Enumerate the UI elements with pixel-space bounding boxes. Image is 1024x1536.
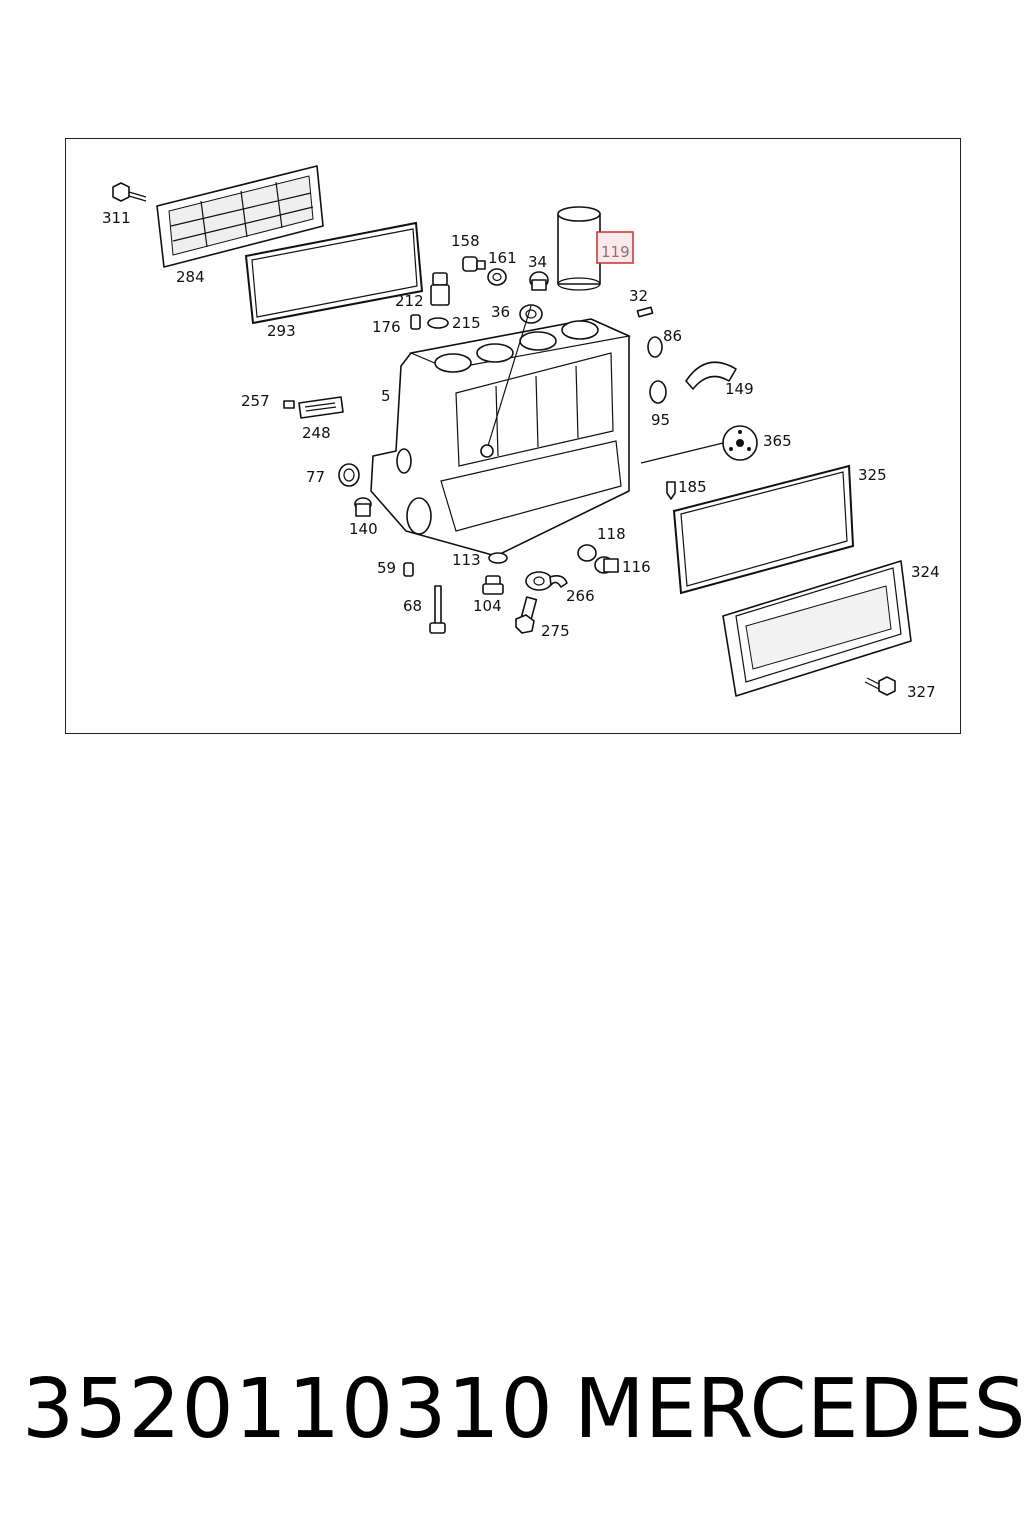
brand-caption: MERCEDES (574, 1362, 1024, 1457)
plug-176-part (410, 314, 421, 330)
callout-5[interactable]: 5 (381, 387, 391, 405)
flange-365-part (640, 425, 758, 464)
screw-257-part (283, 400, 295, 409)
washer-215-part (427, 317, 449, 329)
callout-140[interactable]: 140 (349, 520, 378, 538)
bolt-327-part (864, 676, 896, 696)
callout-248[interactable]: 248 (302, 424, 331, 442)
callout-86[interactable]: 86 (663, 327, 682, 345)
callout-36[interactable]: 36 (491, 303, 510, 321)
callout-275[interactable]: 275 (541, 622, 570, 640)
bolt-212-part (430, 272, 450, 306)
callout-324[interactable]: 324 (911, 563, 940, 581)
plug-77-part (338, 463, 360, 487)
plate-248-part (298, 396, 344, 419)
callout-325[interactable]: 325 (858, 466, 887, 484)
plug-140-part (354, 497, 372, 517)
callout-32[interactable]: 32 (629, 287, 648, 305)
sleeve-59-part (403, 562, 414, 577)
callout-212[interactable]: 212 (395, 292, 424, 310)
callout-311[interactable]: 311 (102, 209, 131, 227)
part-number-caption: 3520110310 (22, 1362, 554, 1457)
plug-34-part (529, 271, 549, 291)
gasket-325-part (672, 464, 855, 595)
engine-block-exploded-diagram: 311 284 293 158 161 34 119 212 32 176 21… (102, 165, 940, 701)
plug-95-part (649, 380, 667, 404)
callout-95[interactable]: 95 (651, 411, 670, 429)
plug-86-part (647, 336, 663, 358)
plug-116-part (594, 556, 619, 574)
gasket-293-part (244, 221, 424, 325)
seal-36-part (519, 304, 543, 324)
callout-284[interactable]: 284 (176, 268, 205, 286)
banjo-bolt-275-part (515, 596, 538, 634)
bearing-shell-149-part (685, 361, 737, 390)
callout-113[interactable]: 113 (452, 551, 481, 569)
plug-104-part (482, 575, 504, 595)
plug-158-part (462, 256, 486, 272)
callout-327[interactable]: 327 (907, 683, 936, 701)
parts-diagram-frame: 311 284 293 158 161 34 119 212 32 176 21… (65, 138, 961, 734)
cylinder-liner-119-part (557, 206, 601, 291)
ring-118-part (577, 544, 597, 562)
callout-266[interactable]: 266 (566, 587, 595, 605)
pin-32-part (636, 306, 654, 318)
callout-34[interactable]: 34 (528, 253, 547, 271)
callout-68[interactable]: 68 (403, 597, 422, 615)
cover-284-part (156, 165, 324, 268)
bolt-311-part (112, 182, 147, 202)
washer-113-part (488, 552, 508, 564)
callout-116[interactable]: 116 (622, 558, 651, 576)
stud-185-part (666, 481, 676, 500)
callout-77[interactable]: 77 (306, 468, 325, 486)
oil-pan-324-part (722, 560, 912, 697)
callout-158[interactable]: 158 (451, 232, 480, 250)
banjo-266-part (525, 571, 568, 591)
callout-104[interactable]: 104 (473, 597, 502, 615)
callout-176[interactable]: 176 (372, 318, 401, 336)
callout-119[interactable]: 119 (601, 243, 630, 261)
callout-215[interactable]: 215 (452, 314, 481, 332)
callout-149[interactable]: 149 (725, 380, 754, 398)
callout-365[interactable]: 365 (763, 432, 792, 450)
callout-185[interactable]: 185 (678, 478, 707, 496)
callout-119-highlight-box (596, 231, 634, 264)
callout-293[interactable]: 293 (267, 322, 296, 340)
engine-block-5-part (370, 305, 632, 557)
callout-257[interactable]: 257 (241, 392, 270, 410)
callout-161[interactable]: 161 (488, 249, 517, 267)
callout-59[interactable]: 59 (377, 559, 396, 577)
ring-161-part (487, 268, 507, 286)
bolt-68-part (429, 585, 446, 634)
callout-118[interactable]: 118 (597, 525, 626, 543)
